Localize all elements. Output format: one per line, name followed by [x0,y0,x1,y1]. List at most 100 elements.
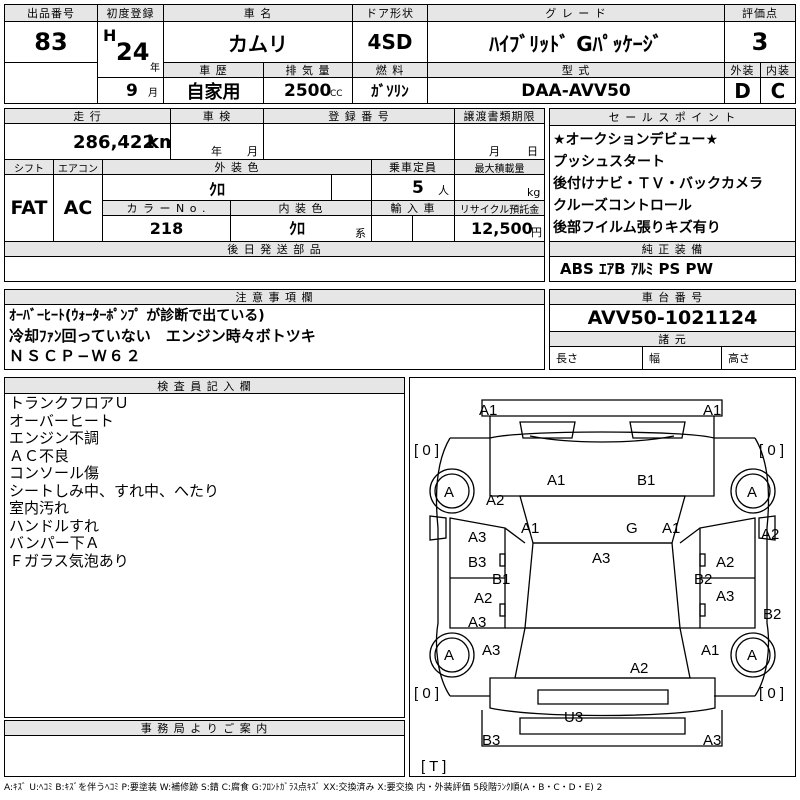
note-line: ｵｰﾊﾞｰﾋｰﾄ(ｳｫｰﾀｰﾎﾟﾝﾌﾟ が診断で出ている) [9,308,265,324]
equipment-box: ABS ｴｱB ｱﾙﾐ PS PW [549,256,796,282]
inspection-box: 年 月 [170,123,264,160]
capacity-unit: 人 [438,184,449,197]
fuel-label: 燃 料 [352,62,428,78]
car-outline [429,399,776,747]
interior-value: C [760,77,796,104]
lot-label: 出品番号 [4,4,98,22]
transfer-label: 譲渡書類期限 [454,108,545,124]
ext-color-value: ｸﾛ [102,174,332,201]
tire-count: [ 0 ] [759,442,785,459]
lot-blank [4,62,98,104]
capacity-value: 5 [412,178,424,198]
import-label: 輸 入 車 [371,200,455,216]
tire-count: [ 0 ] [414,685,440,702]
mileage-box: 286,422 km [4,123,178,160]
damage-mark: B1 [637,472,656,489]
score-value: 3 [724,21,796,63]
damage-mark: B1 [492,571,511,588]
ac-label: エアコン [53,159,103,175]
equipment-label: 純 正 装 備 [549,241,796,257]
chassis-value: AVV50-1021124 [549,304,796,332]
office-label: 事 務 局 よ り ご 案 内 [4,720,405,736]
damage-mark: B3 [468,554,487,571]
first-reg-month-box: 9 月 [97,77,164,104]
damage-mark: B2 [694,571,713,588]
mileage-value: 286,422 [73,132,155,153]
chassis-label: 車 台 番 号 [549,289,796,305]
spec-width-label: 幅 [649,352,660,365]
car-diagram: [ 0 ] [ 0 ] [ 0 ] [ 0 ] [ T ] A1 A1 A A … [409,377,796,777]
sales-point-item: プッシュスタート [553,154,665,170]
int-color-unit: 系 [355,227,366,240]
lot-value: 83 [4,21,98,63]
inspection-year-unit: 年 [211,145,222,158]
history-value: 自家用 [163,77,264,104]
type-value: DAA-AVV50 [427,77,725,104]
inspector-item: ＡＣ不良 [9,446,70,465]
inspector-box: トランクフロアＵ オーバーヒート エンジン不調 ＡＣ不良 コンソール傷 シートし… [4,393,405,718]
month-value: 9 [126,81,138,101]
score-label: 評価点 [724,4,796,22]
damage-mark: A1 [703,402,722,419]
sales-point-item: ★オークションデビュー★ [553,132,719,148]
inspector-item: バンパー下Ａ [9,534,100,552]
damage-mark: A1 [521,520,540,537]
inspector-item: Ｆガラス気泡あり [9,551,129,570]
inspector-item: シートしみ中、すれ中、へたり [9,481,220,500]
fuel-value: ｶﾞｿﾘﾝ [352,77,428,104]
import-box [371,215,455,242]
damage-mark: A3 [592,550,611,567]
damage-mark: A2 [630,660,649,677]
spec-label: 諸 元 [549,331,796,347]
damage-mark: A [747,647,758,664]
year-unit: 年 [150,63,160,74]
displacement-unit: CC [330,89,343,99]
shift-value: FAT [4,174,54,242]
inspector-item: コンソール傷 [9,464,100,482]
legend: A:ｷｽﾞ U:ﾍｺﾐ B:ｷｽﾞを伴うﾍｺﾐ P:要塗装 W:補修跡 S:錆 … [4,783,603,793]
color-no-value: 218 [102,215,231,242]
inspector-item: ハンドルすれ [9,516,100,535]
ext-color-extra [331,174,372,201]
inspector-item: トランクフロアＵ [9,394,130,412]
grade-value: ﾊｲﾌﾞﾘｯﾄﾞ Gﾊﾟｯｹｰｼﾞ [427,21,725,63]
ac-value: AC [53,174,103,242]
exterior-label: 外装 [724,62,761,78]
damage-mark: A1 [662,520,681,537]
grade-label: グ レ ー ド [427,4,725,22]
damage-mark: A2 [486,492,505,509]
color-no-label: カ ラ ー N o . [102,200,231,216]
damage-mark: A3 [716,588,735,605]
model-label: 車 名 [163,4,353,22]
model-value: カムリ [163,21,353,63]
int-color-label: 内 装 色 [230,200,372,216]
sales-point-item: 後付けナビ・ＴＶ・バックカメラ [553,176,763,192]
transfer-month-unit: 月 [489,145,500,158]
capacity-box: 5 人 [371,174,455,201]
damage-mark: A3 [482,642,501,659]
sales-point-item: 後部フイルム張りキズ有り [553,220,721,236]
transfer-day-unit: 日 [527,145,538,158]
registration-box [263,123,455,160]
interior-label: 内装 [760,62,796,78]
door-label: ドア形状 [352,4,428,22]
capacity-label: 乗車定員 [371,159,455,175]
recycle-box: 12,500 円 [454,215,545,242]
displacement-box: 2500 CC [263,77,353,104]
later-parts-box [4,256,545,282]
note-line: ＮＳＣＰ−Ｗ６２ [9,347,143,365]
spec-length: 長さ [549,346,643,370]
damage-mark: A1 [547,472,566,489]
office-box [4,735,405,777]
month-unit: 月 [148,88,158,99]
note-line: 冷却ﾌｧﾝ回っていない エンジン時々ボトツキ [9,327,316,345]
max-load-label: 最大積載量 [454,159,545,175]
transfer-box: 月 日 [454,123,545,160]
sales-points-label: セ ー ル ス ポ イ ン ト [549,108,796,126]
year-value: 24 [116,38,150,66]
damage-mark: U3 [564,709,584,726]
recycle-unit: 円 [531,226,542,239]
exterior-value: D [724,77,761,104]
shift-label: シフト [4,159,54,175]
spec-width: 幅 [642,346,722,370]
